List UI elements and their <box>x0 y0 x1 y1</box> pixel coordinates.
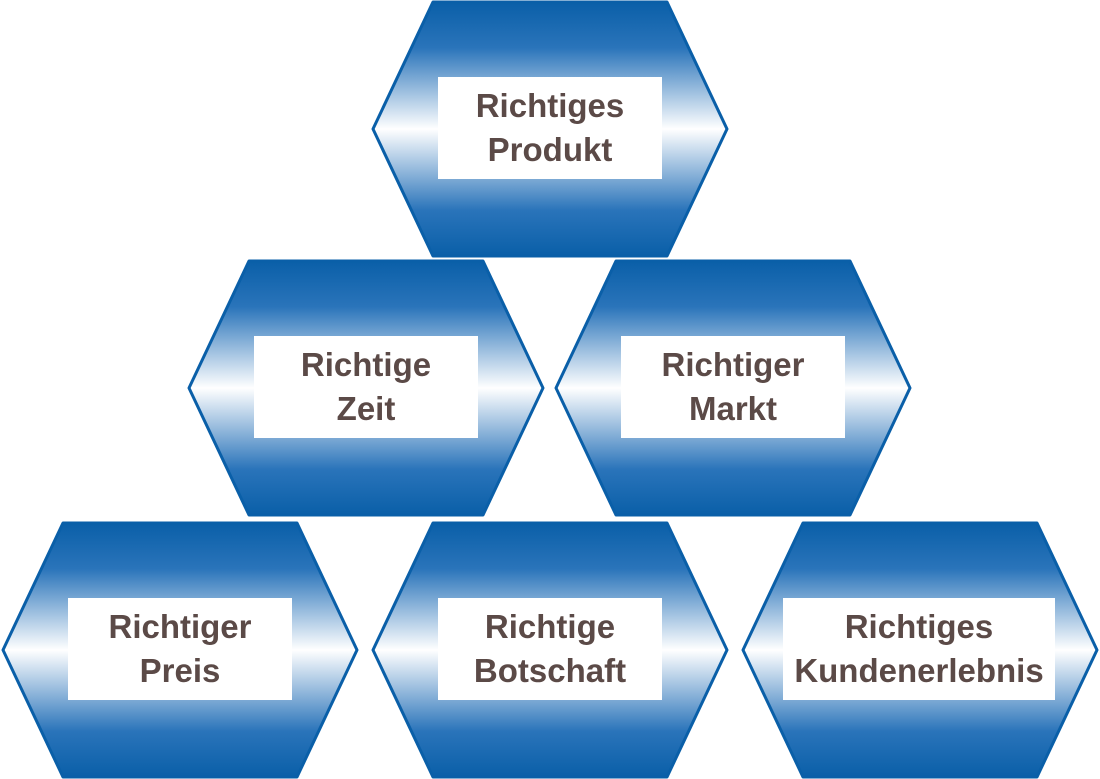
label-line-2: Kundenerlebnis <box>794 652 1044 689</box>
label-line-1: Richtiger <box>661 346 805 383</box>
label-line-2: Zeit <box>336 390 396 427</box>
label-line-1: Richtiger <box>108 608 252 645</box>
label-line-1: Richtige <box>300 346 432 383</box>
label-line-1: Richtiges <box>844 608 994 645</box>
label-richtiges-kundenerlebnis: Richtiges Kundenerlebnis <box>783 598 1055 700</box>
label-line-2: Markt <box>688 390 778 427</box>
label-richtige-botschaft: Richtige Botschaft <box>438 598 662 700</box>
hexagon-richtiges-kundenerlebnis: Richtiges Kundenerlebnis <box>741 521 1099 779</box>
label-line-1: Richtige <box>484 608 616 645</box>
hexagon-richtige-botschaft: Richtige Botschaft <box>371 521 729 779</box>
label-line-2: Preis <box>139 652 221 689</box>
label-richtiger-preis: Richtiger Preis <box>68 598 292 700</box>
label-line-2: Botschaft <box>473 652 627 689</box>
label-line-2: Produkt <box>487 131 613 168</box>
label-richtiger-markt: Richtiger Markt <box>621 336 845 438</box>
hexagon-richtiges-produkt: Richtiges Produkt <box>371 0 729 258</box>
label-richtiges-produkt: Richtiges Produkt <box>438 77 662 179</box>
label-line-1: Richtiges <box>475 87 625 124</box>
label-richtige-zeit: Richtige Zeit <box>254 336 478 438</box>
hexagon-richtiger-preis: Richtiger Preis <box>1 521 359 779</box>
hexagon-richtige-zeit: Richtige Zeit <box>187 259 545 517</box>
hexagon-richtiger-markt: Richtiger Markt <box>554 259 912 517</box>
